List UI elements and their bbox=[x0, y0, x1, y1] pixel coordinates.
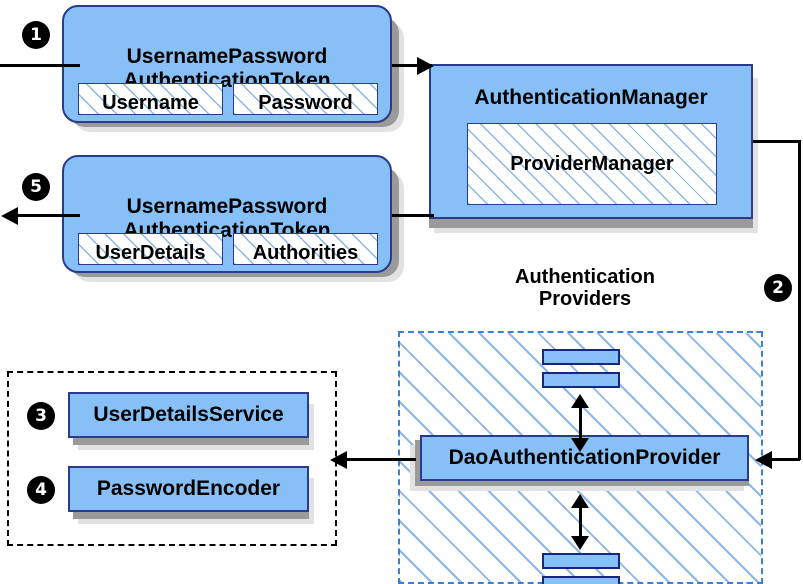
field-authorities[interactable]: Authorities bbox=[233, 233, 378, 265]
response-token-fields: UserDetails Authorities bbox=[78, 233, 378, 265]
request-token-fields: Username Password bbox=[78, 83, 378, 115]
field-userdetails-label: UserDetails bbox=[95, 242, 206, 265]
dao-authentication-provider-label: DaoAuthenticationProvider bbox=[448, 446, 721, 470]
providers-inbound-arrowhead bbox=[755, 451, 772, 469]
manager-to-providers-top-line bbox=[753, 140, 801, 143]
step-badge-3: 3 bbox=[27, 402, 55, 430]
other-provider-bar-top-1[interactable] bbox=[542, 349, 620, 365]
step-badge-2: 2 bbox=[764, 274, 792, 302]
provider-link-top-arrow-down bbox=[571, 438, 589, 452]
step-badge-5: 5 bbox=[22, 173, 50, 201]
userdetailsservice-label: UserDetailsService bbox=[93, 403, 284, 427]
userdetailsservice-box[interactable]: UserDetailsService bbox=[68, 392, 309, 438]
response-outbound-line bbox=[18, 214, 80, 217]
provider-link-bottom-arrow-down bbox=[571, 536, 589, 550]
step-badge-4: 4 bbox=[27, 476, 55, 504]
request-inbound-line bbox=[0, 64, 80, 67]
field-username[interactable]: Username bbox=[78, 83, 223, 115]
field-authorities-label: Authorities bbox=[252, 242, 359, 265]
step-badge-1: 1 bbox=[22, 21, 50, 49]
token-to-manager-line bbox=[392, 64, 432, 67]
other-provider-bar-top-2[interactable] bbox=[542, 372, 620, 388]
field-password[interactable]: Password bbox=[233, 83, 378, 115]
response-outbound-arrowhead bbox=[1, 207, 18, 225]
provider-link-top-line bbox=[579, 398, 582, 448]
other-provider-bar-bottom-2[interactable] bbox=[542, 576, 620, 584]
request-token-card[interactable]: UsernamePassword AuthenticationToken Use… bbox=[62, 5, 392, 123]
provider-manager-box[interactable]: ProviderManager bbox=[467, 123, 717, 205]
manager-to-providers-vertical-line bbox=[798, 140, 801, 460]
provider-to-services-line bbox=[344, 458, 416, 461]
provider-manager-label: ProviderManager bbox=[510, 152, 674, 175]
provider-link-top-arrow-up bbox=[571, 394, 589, 408]
response-token-card[interactable]: UsernamePassword AuthenticationToken Use… bbox=[62, 155, 392, 273]
providers-group-title: Authentication Providers bbox=[515, 266, 655, 311]
authentication-manager-title: AuthenticationManager bbox=[474, 86, 708, 109]
provider-link-bottom-arrow-up bbox=[571, 494, 589, 508]
provider-to-services-arrowhead bbox=[330, 451, 347, 469]
manager-to-providers-bottom-line bbox=[770, 458, 800, 461]
field-username-label: Username bbox=[102, 92, 199, 115]
field-userdetails[interactable]: UserDetails bbox=[78, 233, 223, 265]
other-provider-bar-bottom-1[interactable] bbox=[542, 553, 620, 569]
authentication-manager-box[interactable]: AuthenticationManager ProviderManager bbox=[429, 64, 753, 219]
passwordencoder-label: PasswordEncoder bbox=[96, 477, 281, 501]
provider-link-bottom-line bbox=[579, 498, 582, 546]
manager-to-response-line bbox=[392, 214, 434, 217]
field-password-label: Password bbox=[258, 92, 353, 115]
passwordencoder-box[interactable]: PasswordEncoder bbox=[68, 466, 309, 512]
dao-authentication-provider-box[interactable]: DaoAuthenticationProvider bbox=[420, 435, 749, 481]
token-to-manager-arrowhead bbox=[417, 57, 434, 75]
